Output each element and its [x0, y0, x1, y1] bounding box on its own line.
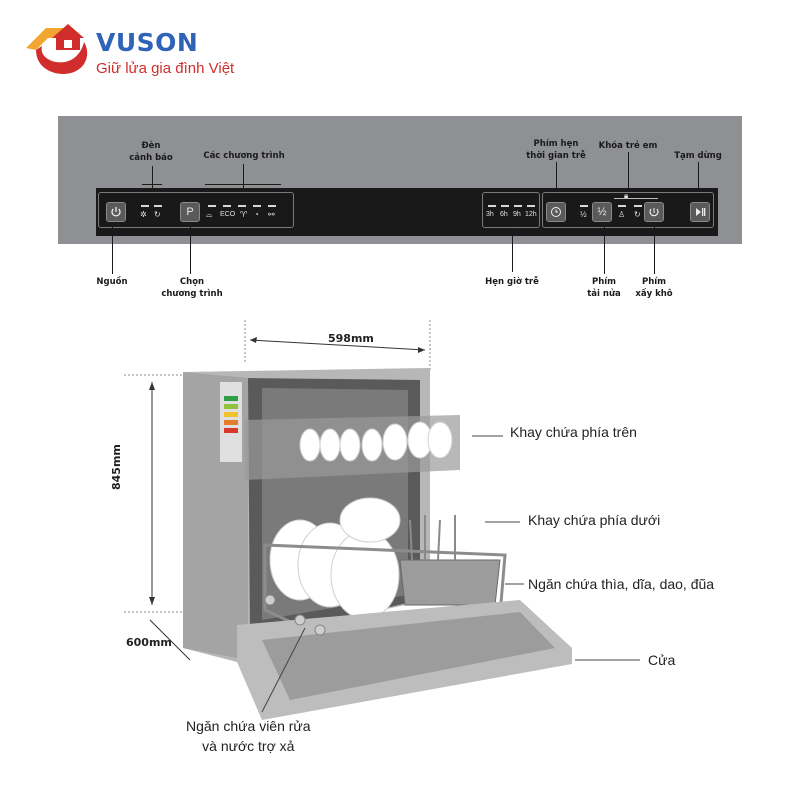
logo-icon	[26, 24, 88, 74]
dry-button[interactable]	[644, 202, 664, 222]
intensive-icon: ⌓	[206, 210, 213, 219]
label-lower-rack: Khay chứa phía dưới	[528, 512, 661, 528]
salt-light-icon: ↻	[154, 210, 161, 219]
label-child-lock: Khóa trẻ em	[598, 141, 658, 151]
label-power: Nguồn	[96, 277, 128, 287]
eco-program-label: ECO	[220, 211, 236, 218]
label-half-load: Phím tải nửa	[587, 277, 621, 299]
delay-6h: 6h	[500, 211, 508, 218]
power-icon	[111, 207, 121, 217]
play-pause-button[interactable]	[690, 202, 710, 222]
program-button[interactable]: P	[180, 202, 200, 222]
glass-icon: ♈	[240, 210, 248, 219]
label-detergent-dispenser: Ngăn chứa viên rửa và nước trợ xả	[186, 718, 311, 754]
half-load-indicator: ½	[580, 210, 587, 219]
label-pause: Tạm dừng	[674, 151, 722, 161]
lock-icon: ♙	[618, 210, 626, 219]
brand-name: VUSON	[96, 28, 199, 57]
brand-slogan: Giữ lửa gia đình Việt	[96, 60, 235, 77]
half-load-button[interactable]: ½	[592, 202, 612, 222]
label-select-program: Chọn chương trình	[161, 277, 223, 299]
dry-indicator-icon: ↻	[634, 210, 641, 219]
delay-3h: 3h	[486, 211, 494, 218]
label-delay-key: Phím hẹn thời gian trễ	[526, 139, 586, 161]
dimension-depth: 600mm	[126, 636, 172, 649]
delay-12h: 12h	[525, 211, 537, 218]
dimension-height: 845mm	[110, 444, 123, 490]
warning-light-icon: ✲	[140, 210, 147, 219]
dry-icon	[649, 208, 659, 217]
control-panel: ✲ ↻ P ⌓ ECO ♈ ◔ ⚯ 3h 6h 9h 12h ½ ½ ♙ ↻ 🔒…	[96, 188, 718, 236]
label-warning-lights: Đèn cảnh báo	[129, 141, 173, 163]
label-cutlery-basket: Ngăn chứa thìa, dĩa, dao, đũa	[528, 576, 715, 592]
child-lock-icon: 🔒︎	[624, 191, 629, 200]
delay-button[interactable]	[546, 202, 566, 222]
left-button-group	[98, 192, 294, 228]
dimension-width: 598mm	[328, 332, 374, 345]
dishwasher-illustration	[124, 320, 640, 720]
delay-hours-group	[482, 192, 540, 228]
clock-icon	[551, 207, 561, 217]
power-button[interactable]	[106, 202, 126, 222]
play-pause-icon	[696, 208, 706, 216]
label-door: Cửa	[648, 652, 676, 668]
rapid-icon: ◔	[254, 210, 259, 219]
label-dry: Phím xấy khô	[635, 277, 673, 299]
label-delay-timer: Hẹn giờ trễ	[485, 277, 539, 287]
delay-9h: 9h	[513, 211, 521, 218]
soak-icon: ⚯	[268, 210, 275, 219]
label-upper-rack: Khay chứa phía trên	[510, 424, 637, 440]
right-button-group	[542, 192, 714, 228]
label-programs: Các chương trình	[203, 151, 285, 161]
